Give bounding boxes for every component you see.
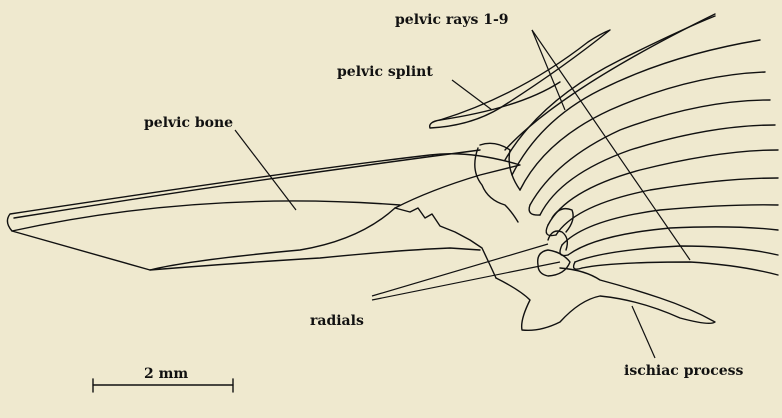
- scale-bar: 2 mm: [93, 366, 233, 392]
- pelvic-splint: [430, 30, 610, 128]
- pelvic-rays: [505, 14, 778, 275]
- scale-label: 2 mm: [144, 366, 188, 382]
- ischiac-process: [475, 143, 715, 330]
- label-pelvic-bone: pelvic bone: [144, 115, 233, 131]
- label-radials: radials: [310, 313, 364, 329]
- label-ischiac-process: ischiac process: [624, 363, 744, 379]
- label-pelvic-splint: pelvic splint: [337, 64, 433, 80]
- leader-pelvic-bone: [235, 130, 296, 210]
- label-pelvic-rays: pelvic rays 1-9: [395, 12, 509, 28]
- leader-ischiac-process: [632, 306, 655, 358]
- pelvic-bone: [7, 150, 520, 278]
- leader-pelvic-splint: [452, 80, 492, 110]
